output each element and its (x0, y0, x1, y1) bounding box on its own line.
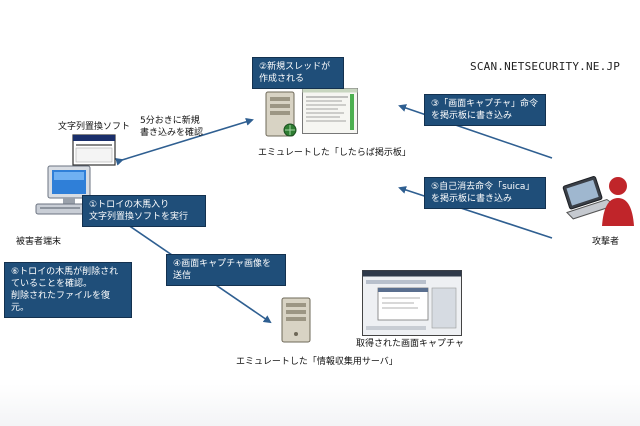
step-6-callout: ⑥トロイの木馬が削除され ていることを確認。 削除されたファイルを復元。 (4, 262, 132, 318)
floor-reflection (0, 384, 640, 426)
laptop-user-icon (562, 172, 636, 232)
server-tower-icon (262, 90, 302, 144)
screenshot-thumbnail-icon (362, 270, 462, 340)
poll-annotation: 5分おきに新規 書き込みを確認 (140, 116, 204, 138)
bbs-screenshot-thumbnail (302, 88, 358, 138)
bbs-server-label: エミュレートした「したらば掲示板」 (258, 148, 411, 158)
collect-server-label: エミュレートした「情報収集用サーバ」 (236, 357, 398, 367)
step-5-callout: ⑤自己消去命令「suica」 を掲示板に書き込み (424, 177, 546, 209)
attacker-label: 攻撃者 (592, 237, 620, 247)
desktop-computer-icon (34, 164, 96, 226)
step-3-callout: ③「画面キャプチャ」命令 を掲示板に書き込み (424, 94, 546, 126)
step-4-callout: ④画面キャプチャ画像を 送信 (166, 254, 286, 286)
step-1-callout: ①トロイの木馬入り 文字列置換ソフトを実行 (82, 195, 206, 227)
poll-arrow (115, 117, 254, 166)
capture-label: 取得された画面キャプチャ (356, 339, 464, 349)
victim-label: 被害者端末 (16, 237, 62, 247)
application-window-icon (72, 134, 116, 170)
server-tower-icon (278, 296, 314, 348)
watermark: SCAN.NETSECURITY.NE.JP (470, 60, 621, 73)
text-software-label: 文字列置換ソフト (58, 122, 131, 132)
step-2-callout: ②新規スレッドが 作成される (252, 57, 344, 89)
